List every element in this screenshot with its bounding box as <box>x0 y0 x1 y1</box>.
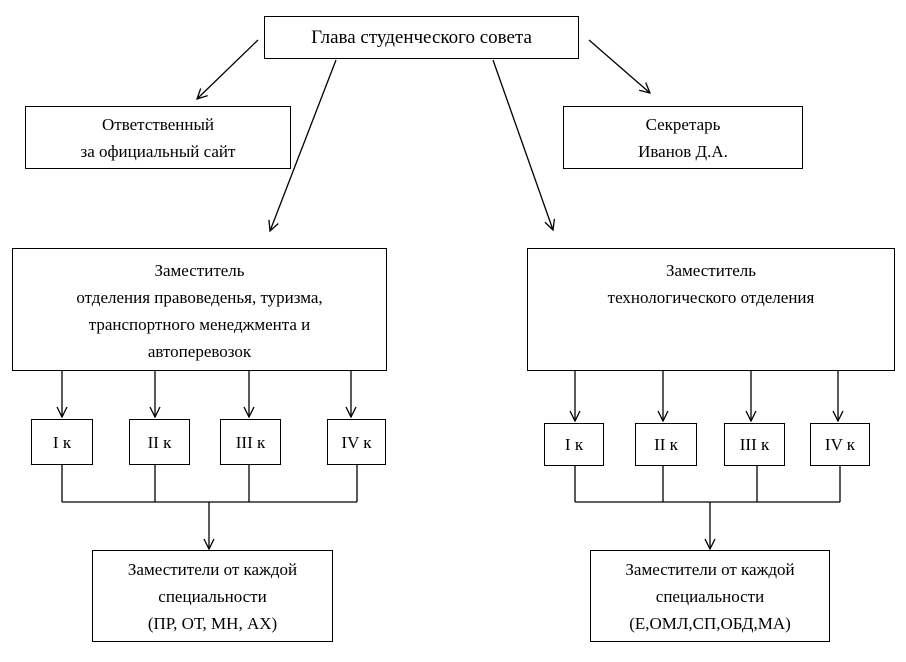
head-label: Глава студенческого совета <box>311 27 532 48</box>
reps-right-line-2: специальности <box>655 586 765 606</box>
reps-right-line-1: Заместители от каждой <box>625 559 795 579</box>
course-right-2-label: II к <box>654 435 678 454</box>
course-left-2-box: II к <box>129 419 190 465</box>
deputy-left-line-1: Заместитель <box>154 261 245 280</box>
course-right-1-box: I к <box>544 423 604 466</box>
reps-left-line-2: специальности <box>158 586 267 606</box>
reps-right-line-3: (Е,ОМЛ,СП,ОБД,МА) <box>629 613 791 633</box>
secretary-line-1: Секретарь <box>645 114 721 134</box>
deputy-left-line-3: транспортного менеджмента и <box>88 315 311 334</box>
reps-right-box: Заместители от каждой специальности (Е,О… <box>590 550 830 642</box>
arrow-head-to-deputy-right <box>492 59 553 230</box>
course-left-1-label: I к <box>52 432 72 452</box>
deputy-right-line-1: Заместитель <box>665 261 757 280</box>
deputy-left-line-2: отделения правоведенья, туризма, <box>76 288 323 307</box>
course-right-1-label: I к <box>564 435 584 454</box>
course-left-4-label: IV к <box>341 432 372 452</box>
deputy-left-box: Заместитель отделения правоведенья, тури… <box>12 248 387 371</box>
course-right-4-box: IV к <box>810 423 870 466</box>
course-left-1-box: I к <box>31 419 93 465</box>
deputy-right-line-2: технологического отделения <box>607 288 815 307</box>
course-left-3-label: III к <box>235 432 266 452</box>
arrow-head-to-secretary <box>588 39 650 93</box>
course-right-3-label: III к <box>739 435 770 454</box>
course-left-3-box: III к <box>220 419 281 465</box>
responsible-box: Ответственный за официальный сайт <box>25 106 291 169</box>
arrow-head-to-deputy-left <box>270 59 337 231</box>
responsible-line-2: за официальный сайт <box>80 141 236 161</box>
course-right-3-box: III к <box>724 423 785 466</box>
secretary-box: Секретарь Иванов Д.А. <box>563 106 803 169</box>
arrow-head-to-responsible <box>197 39 259 99</box>
course-left-2-label: II к <box>147 432 172 452</box>
deputy-left-line-4: автоперевозок <box>147 342 252 361</box>
course-right-4-label: IV к <box>824 435 856 454</box>
reps-left-line-3: (ПР, ОТ, МН, АХ) <box>147 613 278 633</box>
reps-left-line-1: Заместители от каждой <box>127 559 298 579</box>
reps-left-box: Заместители от каждой специальности (ПР,… <box>92 550 333 642</box>
course-right-2-box: II к <box>635 423 697 466</box>
course-left-4-box: IV к <box>327 419 386 465</box>
responsible-line-1: Ответственный <box>102 114 214 134</box>
deputy-right-box: Заместитель технологического отделения <box>527 248 895 371</box>
head-box: Глава студенческого совета <box>264 16 579 59</box>
secretary-line-2: Иванов Д.А. <box>638 141 728 161</box>
